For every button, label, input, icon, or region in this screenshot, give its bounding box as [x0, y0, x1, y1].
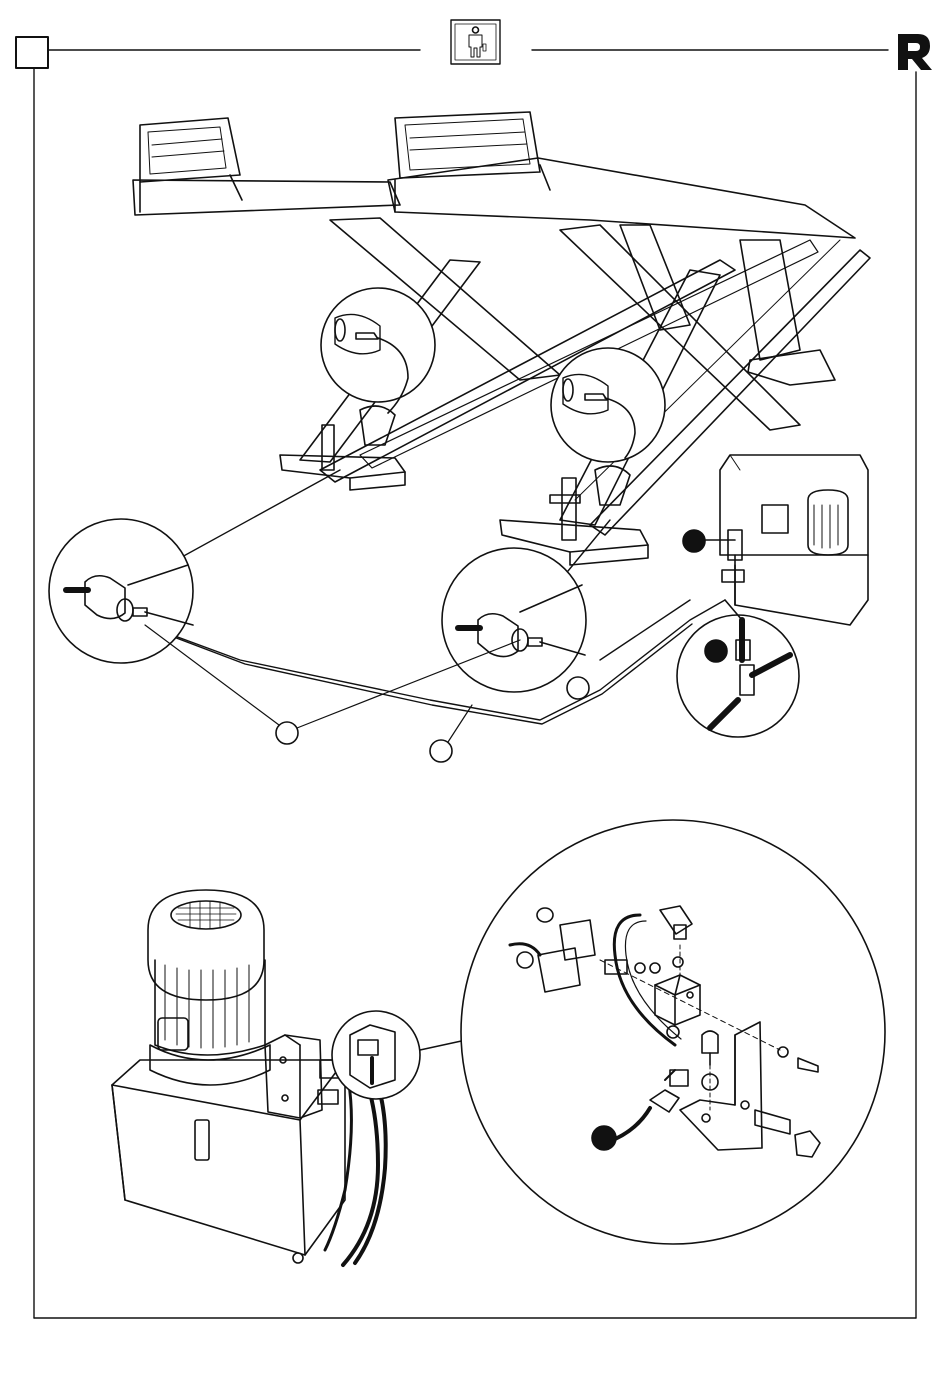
technician-figure-icon	[451, 20, 500, 64]
page-number-box	[16, 37, 48, 68]
detail-circle-tee-fitting	[677, 600, 799, 737]
detail-circle-fitting-middle	[442, 548, 586, 692]
callout-c5	[430, 705, 472, 762]
scissor-lift-illustration	[133, 112, 870, 565]
callout-c2	[705, 640, 727, 662]
callout-c3	[567, 677, 589, 699]
callout-c6	[592, 1126, 616, 1150]
detail-circle-valve-small	[332, 1011, 466, 1099]
detail-circle-cylinder-right	[551, 348, 665, 462]
callout-c1	[683, 530, 705, 552]
power-unit-small	[705, 455, 868, 625]
detail-circle-exploded-view	[461, 820, 885, 1244]
detail-circle-cylinder-left	[321, 288, 435, 413]
r-logo-icon	[898, 34, 932, 70]
hydraulic-hose-routing	[140, 470, 725, 724]
detail-circle-fitting-left	[49, 519, 193, 663]
